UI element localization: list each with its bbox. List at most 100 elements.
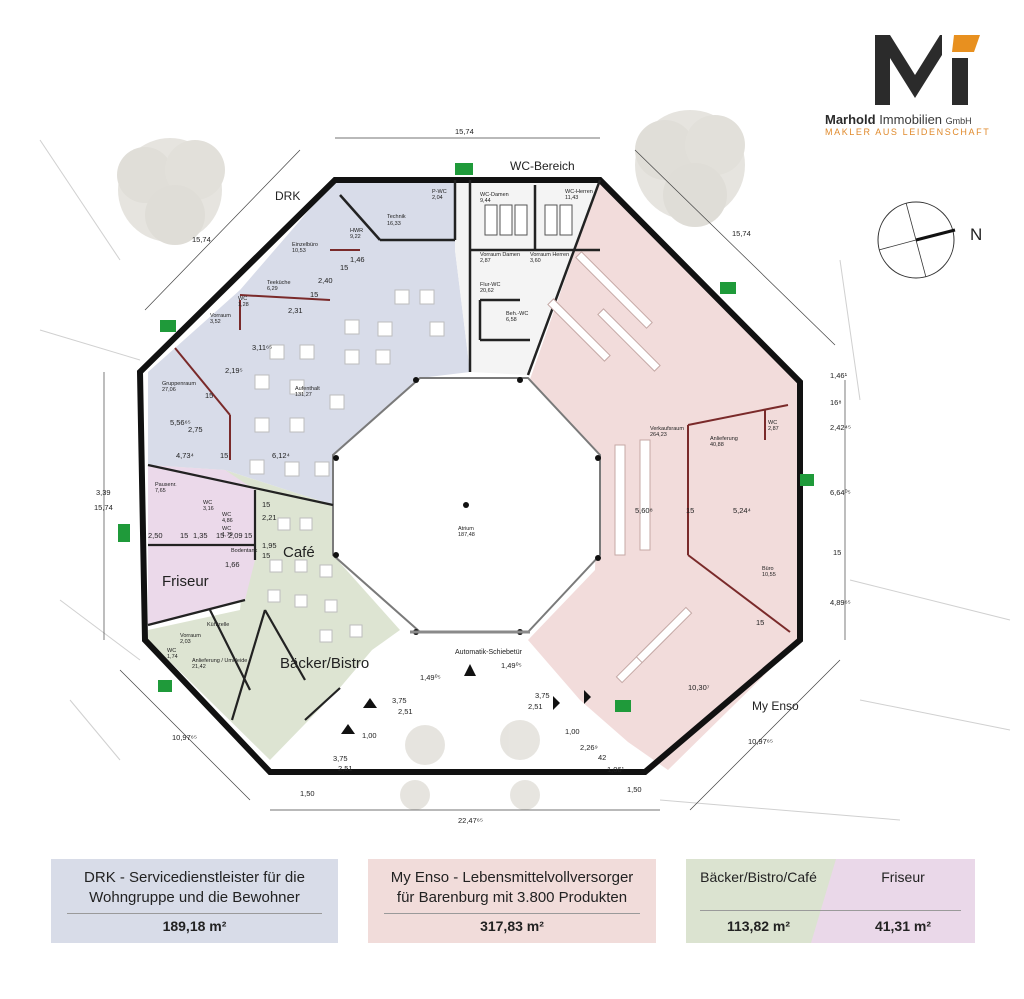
legend-friseur-title: Friseur	[881, 869, 925, 885]
svg-text:15,74: 15,74	[455, 127, 474, 136]
svg-text:Vorraum Herren: Vorraum Herren	[530, 252, 569, 258]
svg-text:10,30⁷: 10,30⁷	[688, 683, 710, 692]
svg-text:Atrium: Atrium	[458, 526, 474, 532]
svg-text:WC: WC	[203, 500, 212, 506]
svg-text:15: 15	[216, 531, 224, 540]
svg-text:Vorraum Damen: Vorraum Damen	[480, 252, 520, 258]
svg-text:2,75: 2,75	[188, 425, 203, 434]
svg-text:Flur-WC: Flur-WC	[480, 282, 500, 288]
svg-text:2,51: 2,51	[528, 702, 543, 711]
svg-text:3,75: 3,75	[535, 691, 550, 700]
logo-name-rest: Immobilien	[879, 112, 943, 127]
legend-cafe-friseur: Bäcker/Bistro/Café Friseur 113,82 m² 41,…	[686, 859, 975, 943]
svg-text:2,09: 2,09	[228, 531, 243, 540]
label-drk: DRK	[275, 189, 300, 203]
svg-text:2,31: 2,31	[288, 306, 303, 315]
svg-text:264,23: 264,23	[650, 432, 667, 438]
svg-text:Teeküche: Teeküche	[267, 280, 291, 286]
label-automatik: Automatik-Schiebetür	[455, 649, 523, 656]
svg-text:3,75: 3,75	[392, 696, 407, 705]
table-grid-drk	[249, 289, 445, 477]
svg-text:Büro: Büro	[762, 566, 774, 572]
entrance-arrow-icon	[464, 664, 476, 676]
svg-text:2,87: 2,87	[768, 426, 779, 432]
svg-text:2,40: 2,40	[318, 276, 333, 285]
svg-text:15: 15	[244, 531, 252, 540]
svg-text:Pausenr.: Pausenr.	[155, 482, 177, 488]
svg-text:2,51: 2,51	[338, 764, 353, 773]
label-cafe: Café	[283, 544, 315, 561]
company-logo: Marhold Immobilien GmbH MAKLER AUS LEIDE…	[825, 30, 1000, 140]
svg-text:42: 42	[598, 753, 606, 762]
svg-text:1,46¹: 1,46¹	[830, 371, 848, 380]
svg-text:131,27: 131,27	[295, 392, 312, 398]
svg-text:15: 15	[262, 551, 270, 560]
tree-small-1	[400, 720, 540, 810]
label-wc-bereich: WC-Bereich	[510, 159, 575, 173]
svg-text:WC-Herren: WC-Herren	[565, 189, 593, 195]
svg-text:15,74: 15,74	[732, 229, 751, 238]
svg-text:2,19⁵: 2,19⁵	[225, 366, 243, 375]
svg-text:Bodentank: Bodentank	[231, 548, 258, 554]
svg-text:3,39: 3,39	[96, 488, 111, 497]
svg-text:15: 15	[686, 506, 694, 515]
svg-text:27,06: 27,06	[162, 387, 176, 393]
svg-text:11,43: 11,43	[565, 195, 578, 201]
svg-text:WC: WC	[238, 296, 247, 302]
outer-wall	[136, 177, 803, 775]
compass-icon	[877, 201, 956, 279]
svg-text:3,52: 3,52	[210, 319, 221, 325]
enso-walls	[687, 404, 791, 633]
svg-text:9,44: 9,44	[480, 198, 491, 204]
svg-text:21,42: 21,42	[192, 664, 206, 670]
wc-stalls	[484, 204, 573, 236]
drk-walls	[174, 249, 360, 460]
svg-text:15: 15	[340, 263, 348, 272]
svg-text:Verkaufsraum: Verkaufsraum	[650, 426, 684, 432]
svg-text:40,88: 40,88	[710, 442, 724, 448]
logo-name: Marhold Immobilien GmbH	[825, 112, 972, 127]
svg-text:10,55: 10,55	[762, 572, 776, 578]
exit-sign-icon	[118, 163, 814, 712]
svg-text:Vorraum: Vorraum	[210, 313, 231, 319]
enso-zone	[528, 180, 800, 770]
svg-text:15: 15	[756, 618, 764, 627]
svg-text:20,62: 20,62	[480, 288, 494, 294]
svg-text:15,74: 15,74	[94, 503, 113, 512]
entrance-arrow-icon-4	[553, 696, 560, 710]
compass-label: N	[970, 225, 982, 244]
svg-text:2,03: 2,03	[180, 639, 191, 645]
label-my-enso: My Enso	[752, 699, 799, 713]
legend-drk-line1: DRK - Servicedienstleister für die	[84, 869, 305, 886]
legend-divider	[700, 910, 961, 911]
svg-text:10,97⁶⁵: 10,97⁶⁵	[172, 733, 197, 742]
svg-text:1,49⁰⁵: 1,49⁰⁵	[501, 661, 522, 670]
svg-text:16⁸: 16⁸	[830, 398, 842, 407]
svg-text:5,24⁴: 5,24⁴	[733, 506, 751, 515]
svg-text:Gruppenraum: Gruppenraum	[162, 381, 196, 387]
svg-text:1,28: 1,28	[238, 302, 249, 308]
svg-text:10,53: 10,53	[292, 248, 306, 254]
svg-text:1,35: 1,35	[193, 531, 208, 540]
svg-text:15: 15	[205, 391, 213, 400]
svg-text:1,70: 1,70	[222, 532, 233, 538]
svg-text:16,33: 16,33	[387, 221, 401, 227]
legend-divider	[384, 913, 640, 914]
svg-text:Einzelbüro: Einzelbüro	[292, 242, 318, 248]
svg-text:1,06¹: 1,06¹	[607, 765, 625, 774]
legend-cafe-title: Bäcker/Bistro/Café	[700, 869, 817, 885]
svg-text:Kühlzelle: Kühlzelle	[207, 622, 229, 628]
svg-text:15: 15	[310, 290, 318, 299]
svg-text:Anlieferung: Anlieferung	[710, 436, 738, 442]
legend-enso-line1: My Enso - Lebensmittelvollversorger	[390, 869, 634, 886]
svg-text:3,16: 3,16	[203, 506, 214, 512]
svg-text:3,60: 3,60	[530, 258, 541, 264]
svg-text:7,65: 7,65	[155, 488, 166, 494]
svg-text:2,42⁴⁵: 2,42⁴⁵	[830, 423, 851, 432]
table-grid-cafe	[267, 517, 363, 643]
site-lines	[39, 139, 1011, 821]
svg-text:2,87: 2,87	[480, 258, 491, 264]
svg-text:15: 15	[833, 548, 841, 557]
legend-cafe-area: 113,82 m²	[726, 918, 791, 934]
interior-walls	[339, 179, 602, 376]
